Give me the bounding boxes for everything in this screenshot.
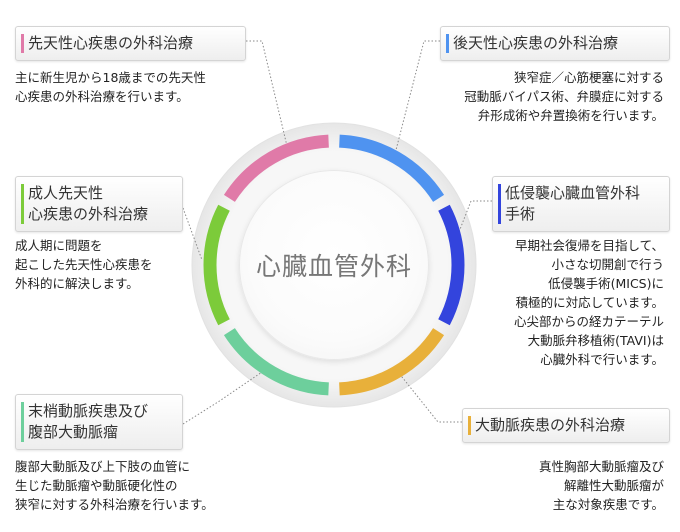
desc-minimally-invasive-line: 積極的に対応しています。 [515, 295, 664, 310]
label-congenital-line: 先天性心疾患の外科治療 [28, 34, 194, 52]
label-marker-congenital [21, 34, 24, 53]
desc-acquired-line: 冠動脈バイパス術、弁膜症に対する [464, 89, 664, 104]
arc-acquired [339, 134, 445, 202]
label-marker-peripheral [21, 402, 24, 442]
desc-minimally-invasive-line: 大動脈弁移植術(TAVI)は [527, 333, 664, 348]
label-aortic-line: 大動脈疾患の外科治療 [475, 416, 626, 434]
label-peripheral-line: 末梢動脈疾患及び [28, 402, 149, 420]
arc-adult-congenital [203, 204, 230, 326]
label-aortic: 大動脈疾患の外科治療 [462, 408, 670, 443]
desc-aortic-line: 真性胸部大動脈瘤及び [538, 459, 664, 474]
desc-adult-congenital-line: 成人期に問題を [15, 238, 103, 253]
desc-peripheral: 腹部大動脈及び上下肢の血管に 生じた動脈瘤や動脈硬化性の 狭窄に対する外科治療を… [15, 457, 214, 514]
desc-minimally-invasive-line: 早期社会復帰を目指して、 [514, 238, 664, 253]
center-disc: 心臓血管外科 [239, 170, 429, 360]
desc-minimally-invasive-line: 低侵襲手術(MICS)に [548, 276, 664, 291]
label-acquired: 後天性心疾患の外科治療 [440, 26, 670, 61]
connector-adult-congenital [182, 207, 203, 261]
arc-aortic [339, 328, 445, 396]
arc-minimally-invasive [438, 204, 465, 326]
ring-arcs [203, 134, 465, 396]
desc-adult-congenital-line: 起こした先天性心疾患を [15, 257, 153, 272]
desc-peripheral-line: 生じた動脈瘤や動脈硬化性の [15, 478, 178, 493]
desc-congenital-line: 主に新生児から18歳までの先天性 [15, 70, 206, 85]
label-minimally-invasive: 低侵襲心臓血管外科 手術 [492, 176, 670, 232]
desc-aortic-line: 解離性大動脈瘤が [563, 478, 664, 493]
desc-adult-congenital: 成人期に問題を 起こした先天性心疾患を 外科的に解決します。 [15, 236, 153, 293]
label-peripheral-line: 腹部大動脈瘤 [28, 423, 119, 441]
label-minimally-invasive-line: 低侵襲心臓血管外科 [505, 184, 641, 202]
desc-congenital-line: 心疾患の外科治療を行います。 [15, 89, 189, 104]
desc-peripheral-line: 狭窄に対する外科治療を行います。 [15, 497, 214, 512]
connector-aortic [397, 371, 462, 423]
desc-peripheral-line: 腹部大動脈及び上下肢の血管に [15, 459, 191, 474]
desc-adult-congenital-line: 外科的に解決します。 [15, 276, 139, 291]
desc-congenital: 主に新生児から18歳までの先天性 心疾患の外科治療を行います。 [15, 68, 206, 106]
desc-minimally-invasive-line: 心臓外科で行います。 [540, 352, 664, 367]
desc-minimally-invasive: 早期社会復帰を目指して、 小さな切開創で行う 低侵襲手術(MICS)に 積極的に… [514, 236, 664, 369]
label-marker-adult-congenital [21, 184, 24, 224]
desc-acquired: 狭窄症／心筋梗塞に対する 冠動脈バイパス術、弁膜症に対する 弁形成術や弁置換術を… [464, 68, 664, 125]
desc-minimally-invasive-line: 小さな切開創で行う [551, 257, 664, 272]
center-title: 心臓血管外科 [255, 252, 412, 281]
arc-peripheral [223, 328, 329, 396]
desc-minimally-invasive-line: 心尖部からの経カテーテル [513, 314, 664, 329]
label-marker-minimally-invasive [498, 184, 501, 224]
connector-acquired [395, 40, 440, 151]
connector-congenital [246, 40, 288, 147]
desc-acquired-line: 狭窄症／心筋梗塞に対する [513, 70, 664, 85]
label-marker-aortic [468, 416, 471, 435]
desc-acquired-line: 弁形成術や弁置換術を行います。 [477, 108, 664, 123]
label-acquired-line: 後天性心疾患の外科治療 [453, 34, 619, 52]
desc-aortic-line: 主な対象疾患です。 [552, 497, 664, 512]
label-adult-congenital-line: 成人先天性 [28, 184, 104, 202]
label-congenital: 先天性心疾患の外科治療 [15, 26, 246, 61]
arc-congenital [223, 134, 329, 202]
label-adult-congenital-line: 心疾患の外科治療 [28, 205, 149, 223]
label-marker-acquired [446, 34, 449, 53]
label-peripheral: 末梢動脈疾患及び 腹部大動脈瘤 [15, 394, 183, 450]
label-adult-congenital: 成人先天性 心疾患の外科治療 [15, 176, 183, 232]
label-minimally-invasive-line: 手術 [505, 205, 536, 223]
desc-aortic: 真性胸部大動脈瘤及び 解離性大動脈瘤が 主な対象疾患です。 [539, 457, 664, 514]
